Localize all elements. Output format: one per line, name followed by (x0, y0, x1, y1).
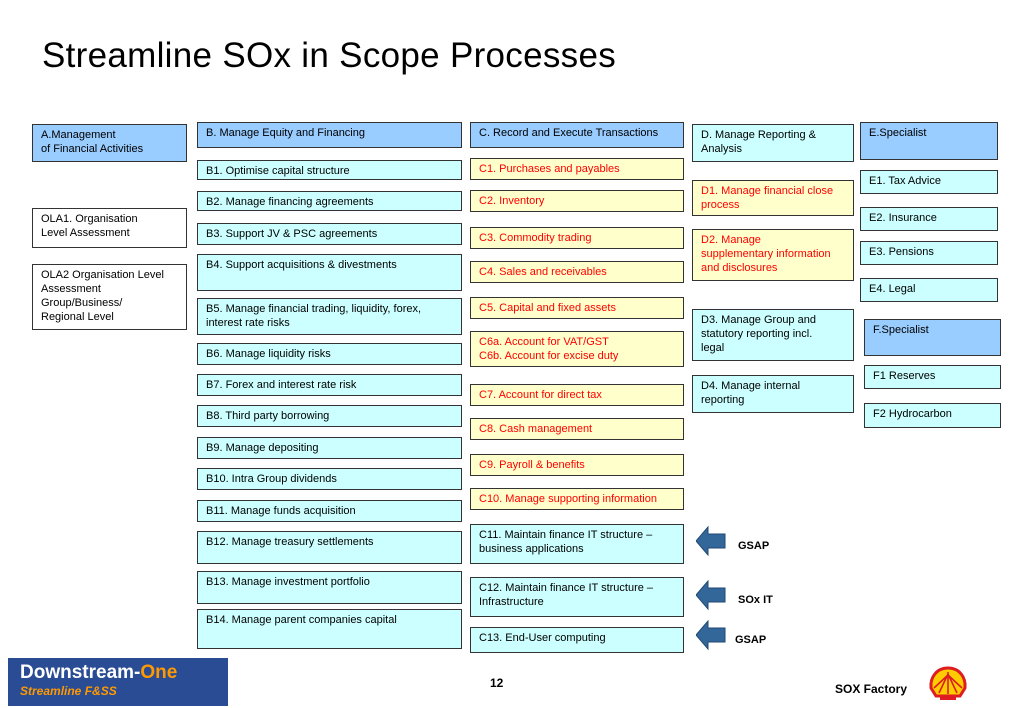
arrow-label-gsap-2: GSAP (735, 634, 767, 646)
c7-box[interactable]: C7. Account for direct tax (470, 384, 684, 406)
b1-box[interactable]: B1. Optimise capital structure (197, 160, 462, 180)
b11-box[interactable]: B11. Manage funds acquisition (197, 500, 462, 522)
col-d-header[interactable]: D. Manage Reporting & Analysis (692, 124, 854, 162)
col-f-header[interactable]: F.Specialist (864, 319, 1001, 356)
b12-box[interactable]: B12. Manage treasury settlements (197, 531, 462, 564)
e2-box[interactable]: E2. Insurance (860, 207, 998, 231)
d2-box[interactable]: D2. Manage supplementary information and… (692, 229, 854, 281)
c13-box[interactable]: C13. End-User computing (470, 627, 684, 653)
downstream-one-logo: Downstream-One Streamline F&SS (8, 658, 228, 706)
page-title: Streamline SOx in Scope Processes (42, 36, 617, 75)
b10-box[interactable]: B10. Intra Group dividends (197, 468, 462, 490)
shell-logo-icon (929, 666, 967, 700)
c11-box[interactable]: C11. Maintain finance IT structure – bus… (470, 524, 684, 564)
left-arrow-icon (696, 580, 726, 610)
b14-box[interactable]: B14. Manage parent companies capital (197, 609, 462, 649)
left-arrow-icon (696, 526, 726, 556)
c4-box[interactable]: C4. Sales and receivables (470, 261, 684, 283)
d3-box[interactable]: D3. Manage Group and statutory reporting… (692, 309, 854, 361)
d4-box[interactable]: D4. Manage internal reporting (692, 375, 854, 413)
e1-box[interactable]: E1. Tax Advice (860, 170, 998, 194)
c1-box[interactable]: C1. Purchases and payables (470, 158, 684, 180)
b5-box[interactable]: B5. Manage financial trading, liquidity,… (197, 298, 462, 335)
col-e-header[interactable]: E.Specialist (860, 122, 998, 160)
ola1-box[interactable]: OLA1. Organisation Level Assessment (32, 208, 187, 248)
page-number: 12 (490, 676, 504, 690)
arrow-label-gsap-1: GSAP (738, 540, 770, 552)
sox-factory-label: SOX Factory (835, 682, 908, 696)
col-a-header[interactable]: A.Management of Financial Activities (32, 124, 187, 162)
e3-box[interactable]: E3. Pensions (860, 241, 998, 265)
e4-box[interactable]: E4. Legal (860, 278, 998, 302)
b4-box[interactable]: B4. Support acquisitions & divestments (197, 254, 462, 291)
d1-box[interactable]: D1. Manage financial close process (692, 180, 854, 216)
arrow-label-sox-it: SOx IT (738, 594, 773, 606)
ola2-box[interactable]: OLA2 Organisation Level Assessment Group… (32, 264, 187, 330)
f1-box[interactable]: F1 Reserves (864, 365, 1001, 389)
c5-box[interactable]: C5. Capital and fixed assets (470, 297, 684, 319)
c10-box[interactable]: C10. Manage supporting information (470, 488, 684, 510)
c12-box[interactable]: C12. Maintain finance IT structure – Inf… (470, 577, 684, 617)
b3-box[interactable]: B3. Support JV & PSC agreements (197, 223, 462, 245)
b6-box[interactable]: B6. Manage liquidity risks (197, 343, 462, 365)
col-b-header[interactable]: B. Manage Equity and Financing (197, 122, 462, 148)
c6-box[interactable]: C6a. Account for VAT/GST C6b. Account fo… (470, 331, 684, 367)
b7-box[interactable]: B7. Forex and interest rate risk (197, 374, 462, 396)
logo-text-a: Downstream- (20, 662, 141, 683)
c2-box[interactable]: C2. Inventory (470, 190, 684, 212)
b2-box[interactable]: B2. Manage financing agreements (197, 191, 462, 211)
logo-text-b: One (140, 662, 178, 683)
b13-box[interactable]: B13. Manage investment portfolio (197, 571, 462, 604)
b9-box[interactable]: B9. Manage depositing (197, 437, 462, 459)
c8-box[interactable]: C8. Cash management (470, 418, 684, 440)
c3-box[interactable]: C3. Commodity trading (470, 227, 684, 249)
col-c-header[interactable]: C. Record and Execute Transactions (470, 122, 684, 148)
f2-box[interactable]: F2 Hydrocarbon (864, 403, 1001, 428)
b8-box[interactable]: B8. Third party borrowing (197, 405, 462, 427)
logo-subtitle: Streamline F&SS (20, 684, 117, 698)
c9-box[interactable]: C9. Payroll & benefits (470, 454, 684, 476)
left-arrow-icon (696, 620, 726, 650)
